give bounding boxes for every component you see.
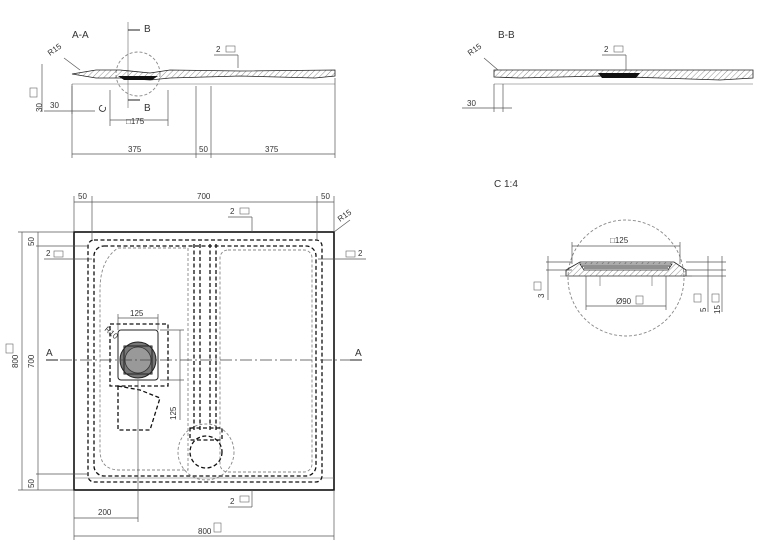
bb-30-label: 30 <box>467 99 476 108</box>
plan-left-slope-label: 2 <box>46 249 51 258</box>
detail-c-marker-label: C <box>97 103 110 115</box>
section-aa-view: A-A B B R15 2 30 30 C □175 <box>29 22 336 158</box>
plan-drain-125-vertical-label: 125 <box>169 406 178 420</box>
detail-c-title: C 1:4 <box>494 179 518 190</box>
detail-c-5-label: 5 <box>699 307 708 312</box>
cut-a-right-label: A <box>355 348 362 359</box>
bb-slope-label: 2 <box>604 45 609 54</box>
section-aa-title: A-A <box>72 30 89 41</box>
plan-top-700-label: 700 <box>197 192 211 201</box>
aa-height-30-label: 30 <box>35 103 44 112</box>
plan-left-700-label: 700 <box>27 354 36 368</box>
aa-50-label: 50 <box>199 145 208 154</box>
plan-bottom-200-label: 200 <box>98 508 112 517</box>
aa-r15-label: R15 <box>46 42 64 58</box>
plan-view: A A 50 700 50 2 R15 2 2 800 <box>5 192 366 540</box>
detail-c-view: C 1:4 □125 Ø90 3 5 15 <box>494 179 726 337</box>
plan-drain-125-label: 125 <box>130 309 144 318</box>
detail-c-dia90-label: Ø90 <box>616 297 632 306</box>
cut-b-top-label: B <box>144 24 151 35</box>
plan-r15-label: R15 <box>336 208 354 224</box>
bb-r15-label: R15 <box>466 42 484 58</box>
aa-375-right-label: 375 <box>265 145 279 154</box>
plan-top-50-left-label: 50 <box>78 192 87 201</box>
cut-b-bottom-label: B <box>144 103 151 114</box>
plan-left-50-top-label: 50 <box>27 237 36 246</box>
plan-top-50-right-label: 50 <box>321 192 330 201</box>
plan-bottom-800-label: 800 <box>198 527 212 536</box>
aa-drain-175-label: □175 <box>126 117 145 126</box>
detail-c-3-label: 3 <box>537 293 546 298</box>
plan-left-800-label: 800 <box>11 354 20 368</box>
aa-375-left-label: 375 <box>128 145 142 154</box>
section-bb-view: B-B R15 2 30 <box>462 30 754 112</box>
aa-edge-30-label: 30 <box>50 101 59 110</box>
plan-right-slope-label: 2 <box>358 249 363 258</box>
aa-slope-label: 2 <box>216 45 221 54</box>
detail-c-15-label: 15 <box>713 305 722 314</box>
detail-c-125-label: □125 <box>610 236 629 245</box>
plan-top-slope-label: 2 <box>230 207 235 216</box>
cut-a-left-label: A <box>46 348 53 359</box>
plan-left-50-bottom-label: 50 <box>27 479 36 488</box>
section-bb-title: B-B <box>498 30 515 41</box>
plan-bottom-slope-label: 2 <box>230 497 235 506</box>
